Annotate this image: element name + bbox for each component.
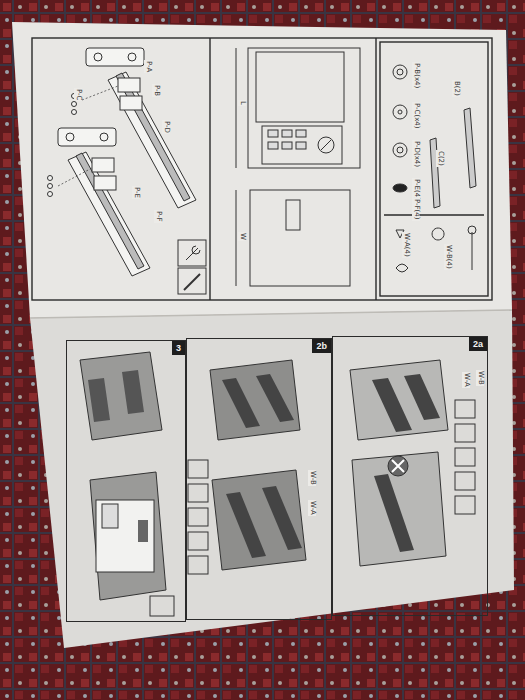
part-label: W-A bbox=[308, 500, 316, 516]
part-label: W-A(4) bbox=[402, 232, 410, 258]
step-illustrations bbox=[80, 352, 475, 616]
frame bbox=[32, 38, 492, 300]
part-label: W bbox=[238, 232, 246, 241]
part-label: C(2) bbox=[436, 150, 444, 167]
part-label: W-A bbox=[462, 372, 470, 388]
tool-icons bbox=[178, 240, 206, 294]
exploded-brackets bbox=[48, 48, 197, 276]
part-label: L bbox=[238, 100, 246, 106]
microwave-views bbox=[236, 48, 360, 286]
step-number: 2a bbox=[469, 337, 487, 351]
part-label: P-C bbox=[74, 88, 82, 101]
sheet-bottom bbox=[30, 310, 514, 648]
sheet-top bbox=[12, 22, 512, 318]
part-label: P-B(x4) bbox=[412, 62, 420, 89]
part-label: B(2) bbox=[452, 80, 460, 97]
part-label: W-B bbox=[308, 470, 316, 486]
parts-icons bbox=[393, 65, 476, 272]
part-label: P-F(4) bbox=[412, 198, 420, 221]
part-label: P-B bbox=[152, 84, 160, 97]
part-label: P-F bbox=[154, 210, 162, 223]
part-label: P-C(x4) bbox=[412, 102, 420, 130]
part-label: W-B bbox=[476, 370, 484, 386]
part-label: P-D bbox=[162, 120, 170, 134]
part-label: W-B(4) bbox=[444, 244, 452, 270]
part-label: P-E bbox=[132, 186, 140, 199]
part-label: P-A bbox=[144, 60, 152, 73]
step-panel: 3 bbox=[66, 340, 186, 622]
step-number: 3 bbox=[172, 341, 185, 355]
part-label: P-D(x4) bbox=[412, 140, 420, 168]
step-number: 2b bbox=[312, 339, 331, 353]
